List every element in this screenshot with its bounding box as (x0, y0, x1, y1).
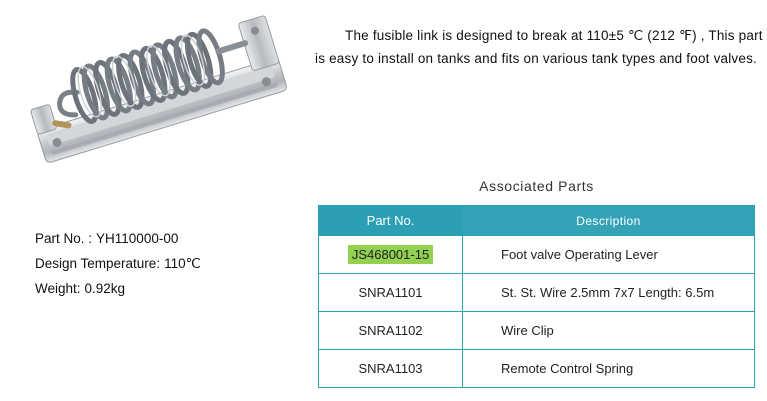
spec-list: Part No. :YH110000-00 Design Temperature… (35, 226, 305, 301)
associated-parts-title: Associated Parts (479, 178, 594, 194)
highlighted-part-no: JS468001-15 (347, 245, 434, 264)
spec-design-temp-value: 110℃ (164, 256, 201, 271)
part-no-cell: SNRA1101 (318, 273, 463, 312)
part-no-cell: JS468001-15 (318, 235, 463, 274)
table-row: SNRA1102 Wire Clip (318, 311, 755, 350)
spec-part-no-label: Part No. : (35, 231, 93, 246)
column-header-part-no: Part No. (318, 205, 463, 236)
part-no-cell: SNRA1102 (318, 311, 463, 350)
table-row: SNRA1101 St. St. Wire 2.5mm 7x7 Length: … (318, 273, 755, 312)
column-header-description: Description (462, 205, 755, 236)
table-header-row: Part No. Description (318, 205, 755, 236)
table-row: SNRA1103 Remote Control Spring (318, 349, 755, 388)
description-cell: Foot valve Operating Lever (462, 235, 755, 274)
spec-weight-value: 0.92kg (84, 281, 126, 296)
spec-weight: Weight:0.92kg (35, 276, 305, 301)
description-cell: St. St. Wire 2.5mm 7x7 Length: 6.5m (462, 273, 755, 312)
fusible-link-photo (6, 6, 308, 174)
spec-part-no-value: YH110000-00 (96, 231, 179, 246)
table-row: JS468001-15 Foot valve Operating Lever (318, 235, 755, 274)
description-cell: Wire Clip (462, 311, 755, 350)
associated-parts-table: Part No. Description JS468001-15 Foot va… (318, 205, 755, 388)
part-no-cell: SNRA1103 (318, 349, 463, 388)
intro-text: The fusible link is designed to break at… (315, 28, 763, 67)
spec-weight-label: Weight: (35, 281, 81, 296)
spec-design-temp: Design Temperature:110℃ (35, 251, 305, 276)
spec-design-temp-label: Design Temperature: (35, 256, 161, 271)
description-cell: Remote Control Spring (462, 349, 755, 388)
spec-part-no: Part No. :YH110000-00 (35, 226, 305, 251)
fusible-link-illustration (30, 15, 287, 163)
